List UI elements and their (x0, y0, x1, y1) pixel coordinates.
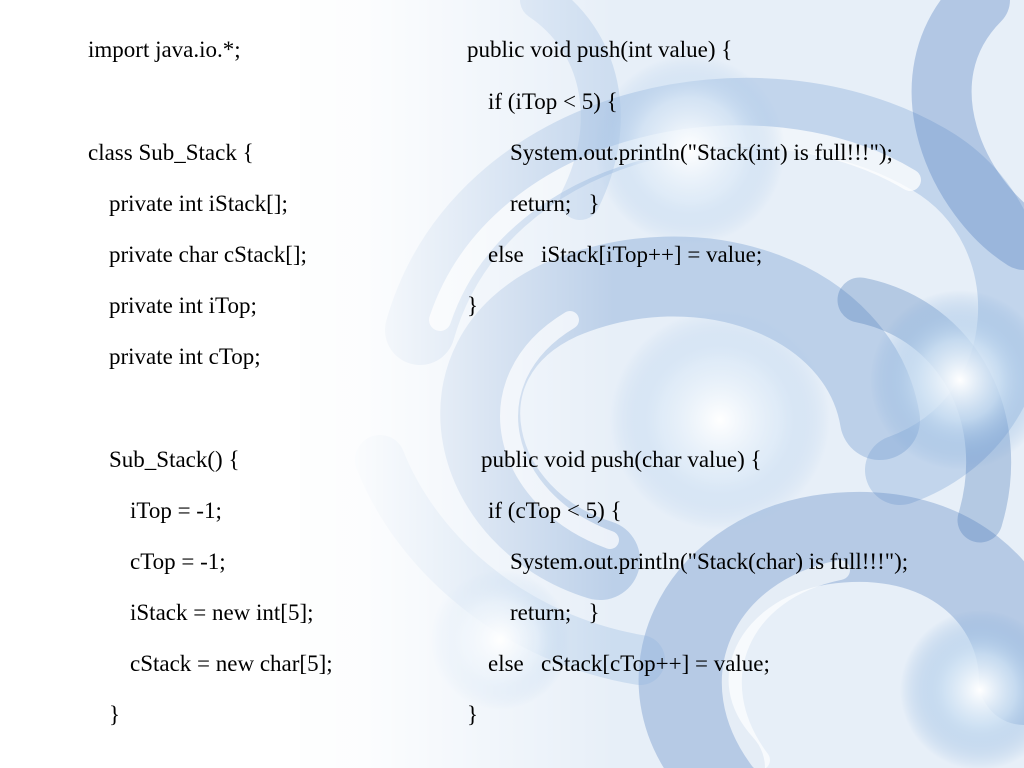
code-line-istack-init: iStack = new int[5]; (130, 600, 314, 625)
code-line-field-cstack: private char cStack[]; (109, 242, 307, 267)
code-line-field-ctop: private int cTop; (109, 344, 261, 369)
code-line-push-int: public void push(int value) { (467, 37, 733, 62)
code-line-constructor: Sub_Stack() { (109, 447, 240, 472)
code-line-ctop-init: cTop = -1; (130, 549, 226, 574)
code-line-import: import java.io.*; (88, 37, 241, 62)
code-line-else-char: else cStack[cTop++] = value; (488, 651, 770, 676)
code-line-println-char: System.out.println("Stack(char) is full!… (510, 549, 909, 574)
code-line-push-char: public void push(char value) { (481, 447, 762, 472)
code-line-field-itop: private int iTop; (109, 293, 257, 318)
code-line-return-int: return; } (510, 191, 600, 216)
code-line-if-ctop: if (cTop < 5) { (488, 498, 622, 523)
code-line-println-int: System.out.println("Stack(int) is full!!… (510, 140, 893, 165)
code-line-cstack-init: cStack = new char[5]; (130, 651, 333, 676)
code-line-push-char-close: } (467, 702, 479, 727)
code-line-constructor-close: } (109, 702, 121, 727)
code-line-if-itop: if (iTop < 5) { (488, 89, 618, 114)
code-line-class-decl: class Sub_Stack { (88, 140, 254, 165)
code-line-else-int: else iStack[iTop++] = value; (488, 242, 763, 267)
code-line-field-istack: private int iStack[]; (109, 191, 288, 216)
code-line-itop-init: iTop = -1; (130, 498, 222, 523)
code-line-push-int-close: } (467, 293, 479, 318)
code-line-return-char: return; } (510, 600, 600, 625)
